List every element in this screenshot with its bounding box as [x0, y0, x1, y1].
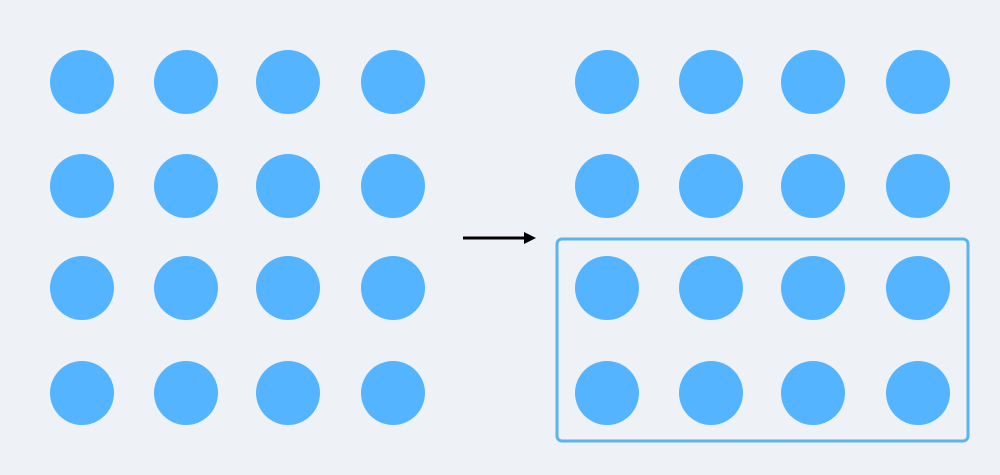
left-dot-r4-c2	[154, 361, 218, 425]
left-dot-r3-c3	[256, 256, 320, 320]
left-dot-r3-c4	[361, 256, 425, 320]
right-dot-r1-c1	[575, 50, 639, 114]
right-dot-r2-c4	[886, 154, 950, 218]
right-dot-r4-c1	[575, 361, 639, 425]
highlight-box	[555, 237, 970, 443]
left-dot-r1-c2	[154, 50, 218, 114]
left-dot-r2-c1	[50, 154, 114, 218]
transition-arrow	[463, 232, 536, 244]
right-dot-r1-c4	[886, 50, 950, 114]
left-dot-r2-c2	[154, 154, 218, 218]
right-dot-r4-c3	[781, 361, 845, 425]
right-dot-grid	[575, 50, 950, 425]
right-dot-r4-c2	[679, 361, 743, 425]
left-dot-r4-c3	[256, 361, 320, 425]
left-dot-r2-c4	[361, 154, 425, 218]
left-dot-grid	[50, 50, 425, 425]
right-dot-r3-c4	[886, 256, 950, 320]
left-dot-r3-c2	[154, 256, 218, 320]
right-dot-r2-c2	[679, 154, 743, 218]
left-dot-r1-c4	[361, 50, 425, 114]
right-dot-r2-c3	[781, 154, 845, 218]
left-dot-r4-c4	[361, 361, 425, 425]
right-dot-r1-c2	[679, 50, 743, 114]
arrow-head	[524, 232, 536, 244]
left-dot-r3-c1	[50, 256, 114, 320]
right-dot-r3-c3	[781, 256, 845, 320]
left-dot-r1-c1	[50, 50, 114, 114]
right-dot-r1-c3	[781, 50, 845, 114]
right-dot-r3-c1	[575, 256, 639, 320]
right-dot-r4-c4	[886, 361, 950, 425]
left-dot-r2-c3	[256, 154, 320, 218]
left-dot-r4-c1	[50, 361, 114, 425]
right-dot-r3-c2	[679, 256, 743, 320]
left-dot-r1-c3	[256, 50, 320, 114]
right-dot-r2-c1	[575, 154, 639, 218]
